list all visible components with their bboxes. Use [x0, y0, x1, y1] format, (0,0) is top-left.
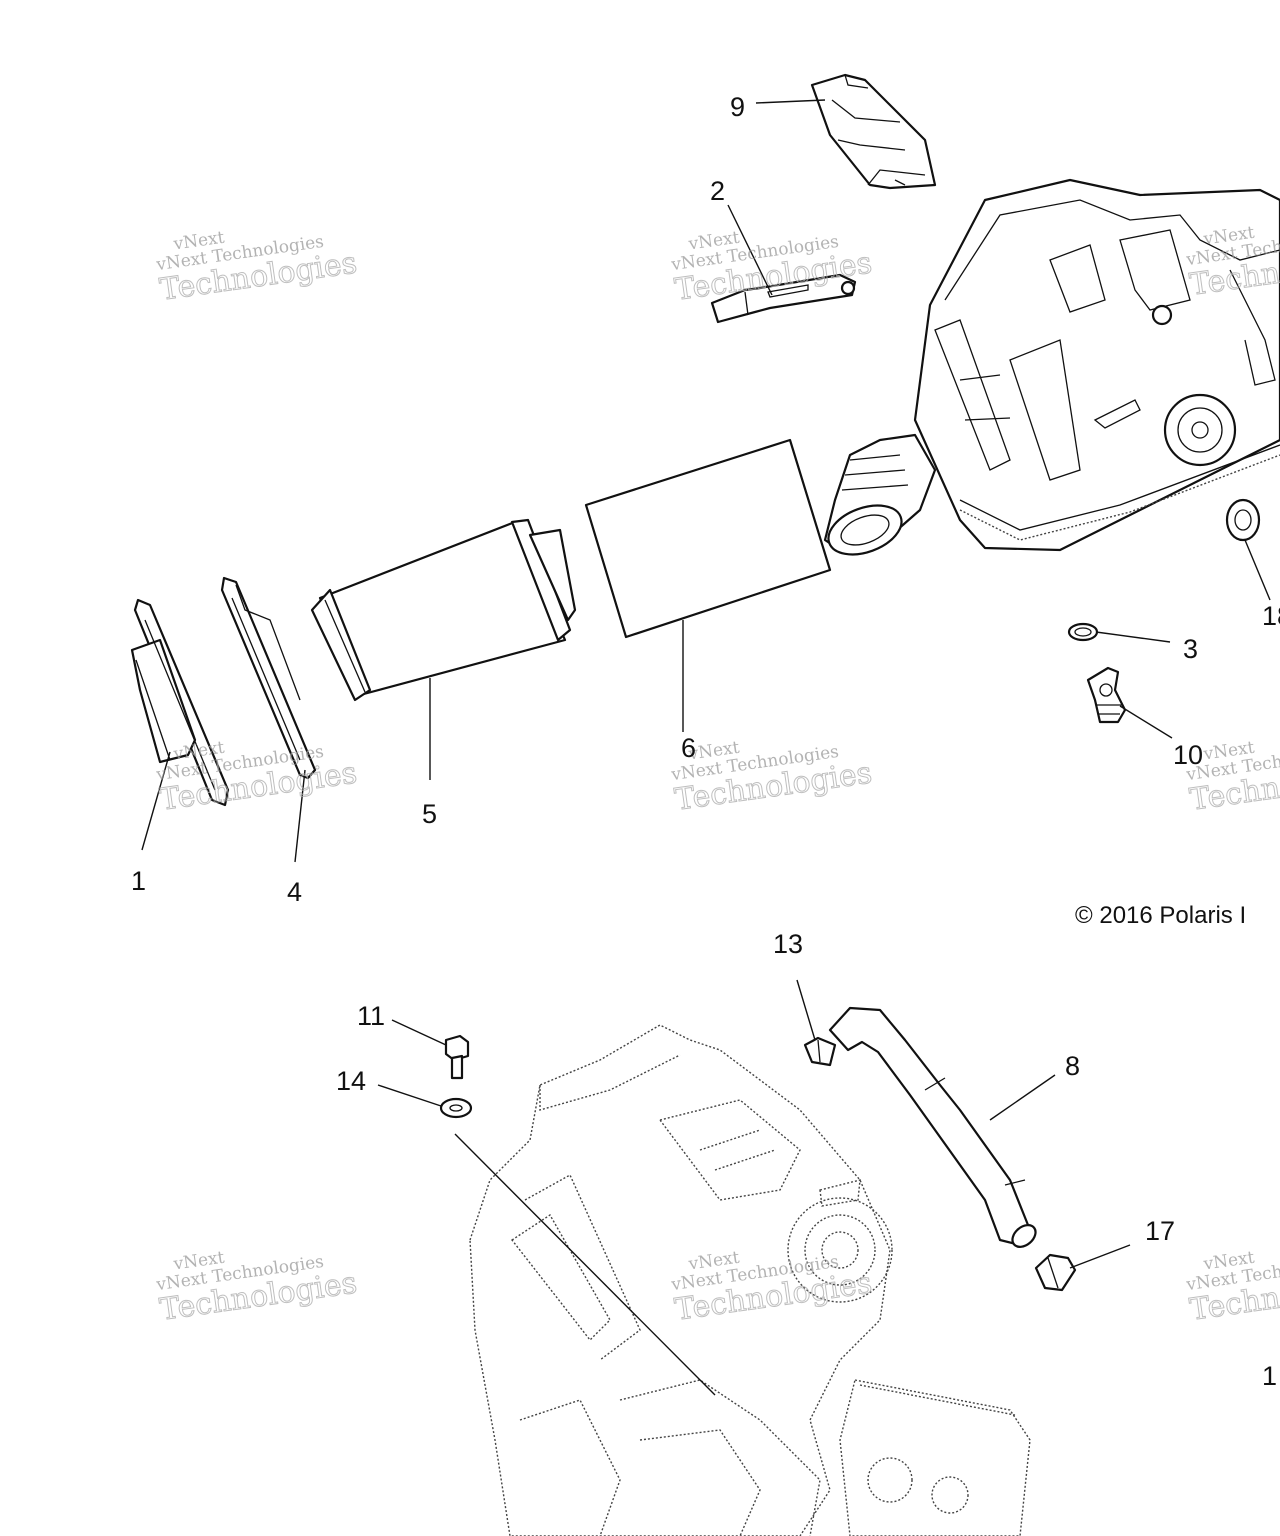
copyright-text: © 2016 Polaris I — [1075, 902, 1246, 929]
callout-2: 2 — [710, 176, 725, 206]
part-18-washer — [1225, 498, 1261, 542]
callout-1b: 1 — [1262, 1361, 1277, 1391]
callout-17: 17 — [1145, 1216, 1175, 1246]
callout-3: 3 — [1183, 634, 1198, 664]
part-17-clamp — [1034, 1253, 1077, 1292]
callout-4: 4 — [287, 877, 302, 907]
part-9-bracket — [810, 73, 937, 190]
airbox-assembly — [823, 178, 1280, 556]
callout-8: 8 — [1065, 1051, 1080, 1081]
callout-11: 11 — [357, 1001, 385, 1031]
part-3-oring — [1067, 622, 1099, 642]
callout-10: 10 — [1173, 740, 1203, 770]
leader-lines — [141, 99, 1271, 1396]
watermarks: vNext vNext Technologies Technologies vN… — [154, 223, 1280, 1329]
callout-18: 18 — [1262, 601, 1280, 631]
part-6-wrap — [584, 438, 832, 639]
part-14-washer — [439, 1097, 473, 1119]
part-13-clamp — [803, 1036, 837, 1067]
lower-airbox-assembly — [469, 1024, 1031, 1536]
part-11-bolt — [444, 1034, 470, 1080]
callout-14: 14 — [336, 1066, 366, 1096]
part-4-gasket — [220, 576, 317, 780]
callout-6: 6 — [681, 733, 696, 763]
part-2-strap — [710, 273, 857, 324]
part-8-hose — [828, 1006, 1037, 1248]
callout-labels: 1 2 3 4 5 6 8 9 10 11 13 14 17 18 1 — [131, 92, 1280, 1391]
part-10-valve — [1086, 666, 1127, 724]
callout-9: 9 — [730, 92, 745, 122]
callout-13: 13 — [773, 929, 803, 959]
callout-5: 5 — [422, 799, 437, 829]
callout-1: 1 — [131, 866, 146, 896]
part-5-filter — [310, 518, 577, 702]
part-1-cover — [130, 598, 230, 807]
